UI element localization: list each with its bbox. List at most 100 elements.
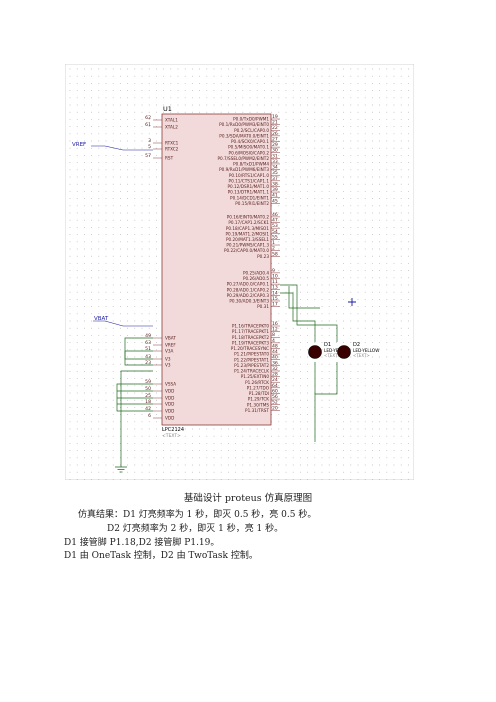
pin-number: 26 — [272, 131, 278, 137]
label-vbat-line — [93, 320, 153, 327]
pin-number: 28 — [272, 372, 278, 378]
pin-number: 63 — [145, 340, 151, 346]
ground-symbol — [115, 466, 127, 473]
pin-name: P1.22/PIPESTAT1 — [234, 357, 269, 362]
pin-name: P0.12/DSR1/MAT1.0 — [228, 184, 270, 189]
pin-number: 18 — [145, 399, 151, 405]
pin-number: 61 — [145, 122, 151, 128]
pin-number: 15 — [272, 296, 278, 302]
pin-number: 41 — [272, 193, 278, 199]
pin-name: P1.31/TRST — [245, 408, 269, 413]
pin-number: 52 — [272, 400, 278, 406]
chip-text-label: <TEXT> — [162, 433, 181, 439]
pin-number: 64 — [272, 383, 278, 389]
pin-number: 10 — [272, 274, 278, 280]
pin-name: P0.23 — [257, 254, 269, 259]
pin-number: 17 — [272, 302, 278, 308]
pin-name: P1.28/TDI — [249, 391, 269, 396]
pin-name: RST — [165, 156, 174, 161]
pin-name: P0.20/MAT1.3/SSEL1 — [226, 237, 269, 242]
text-line-1: 仿真结果：D1 灯亮频率为 1 秒，即灭 0.5 秒，亮 0.5 秒。 — [78, 510, 317, 520]
pin-number: 56 — [272, 394, 278, 400]
pin-number: 57 — [145, 153, 151, 159]
pin-number: 45 — [272, 198, 278, 204]
pin-number: 40 — [272, 355, 278, 361]
pin-name: P0.11/CTS1/CAP1.1 — [229, 178, 270, 183]
label-vref: VREF — [72, 142, 153, 151]
led-d2-text: <TEXT> — [353, 353, 370, 358]
pin-number: 1 — [272, 240, 275, 246]
pin-name: P1.24/TRACECLK — [234, 369, 269, 374]
pin-number: 23 — [145, 360, 151, 366]
pin-number: 11 — [272, 279, 278, 285]
pin-number: 27 — [272, 136, 278, 142]
text-line-4: D1 由 OneTask 控制，D2 由 TwoTask 控制。 — [64, 551, 258, 561]
pin-name: P0.25/AD0.4 — [243, 270, 269, 275]
pin-name: V3A — [165, 349, 174, 354]
pin-number: 4 — [272, 338, 275, 344]
led-d2: D2 LED-YELLOW <TEXT> — [337, 342, 379, 359]
wire-d2-bottom — [314, 362, 338, 442]
crosshair-cursor-icon — [348, 298, 356, 306]
pin-name: P0.21/PWM5/CAP1.3 — [226, 243, 269, 248]
text-line-3: D1 接管脚 P1.18,D2 接管脚 P1.19。 — [64, 538, 220, 548]
pin-number: 5 — [148, 144, 151, 150]
wire-ground — [120, 370, 153, 467]
pin-number: 58 — [272, 251, 278, 257]
pin-number: 9 — [272, 268, 275, 274]
pin-number: 33 — [272, 159, 278, 165]
pin-name: VDD — [165, 409, 174, 414]
pin-number: 21 — [272, 120, 278, 126]
pin-name: XTAL1 — [165, 118, 178, 123]
pin-number: 54 — [272, 229, 278, 235]
pin-name: VDD — [165, 416, 174, 421]
pin-name: VBAT — [165, 336, 176, 341]
pin-number: 62 — [145, 115, 151, 121]
pin-name: VDD — [165, 396, 174, 401]
pin-name: P0.5/MISO0/MAT0.1 — [228, 145, 269, 150]
pin-name: P1.23/PIPESTAT2 — [234, 363, 269, 368]
pin-name: P1.19/TRACEPKT3 — [232, 340, 269, 345]
pin-name: P1.20/TRACESYNC — [231, 346, 269, 351]
pin-name: P0.4/SCK0/CAP0.1 — [231, 139, 269, 144]
pin-number: 51 — [145, 346, 151, 352]
pin-name: VSSA — [165, 382, 176, 387]
pin-name: RTXC2 — [165, 147, 179, 152]
pin-name: P0.2/SCL/CAP0.0 — [234, 128, 269, 133]
chip-body — [161, 113, 272, 426]
pin-number: 34 — [272, 165, 278, 171]
pin-number: 25 — [145, 393, 151, 399]
pin-number: 20 — [272, 405, 278, 411]
pin-name: P0.3/SDA/MAT0.0/EINT1 — [219, 133, 269, 138]
pin-name: P0.18/CAP1.3/MISO1 — [226, 226, 269, 231]
pin-name: P0.9/RxD1/PWM6/EINT3 — [219, 167, 269, 172]
pin-number: 31 — [272, 153, 278, 159]
led-d1-body — [308, 345, 322, 359]
pin-number: 12 — [272, 327, 278, 333]
pin-number: 14 — [272, 290, 278, 296]
pin-name: V3 — [165, 357, 171, 362]
pin-name: P1.26/RTCK — [245, 380, 269, 385]
led-d1-text: <TEXT> — [324, 353, 341, 358]
wire-vbat — [124, 337, 153, 360]
pin-name: P0.7/SSEL0/PWM2/EINT2 — [217, 156, 269, 161]
pin-name: P0.1/RxD0/PWM3/EINT0 — [219, 122, 269, 127]
pin-number: 8 — [272, 332, 275, 338]
wire-p1-19-d2 — [280, 284, 338, 342]
pin-name: P0.14/DCD1/EINT1 — [230, 195, 269, 200]
pin-number: 59 — [145, 379, 151, 385]
label-vbat: VBAT — [93, 316, 153, 327]
pin-name: P0.16/EINT0/MAT0.2 — [227, 215, 270, 220]
pin-name: P0.29/AD0.2/CAP0.3 — [227, 293, 270, 298]
label-vref-line — [91, 145, 153, 151]
pin-number: 3 — [148, 138, 151, 144]
pin-name: P0.13/DTR1/MAT1.1 — [228, 190, 270, 195]
pin-name: VREF — [165, 343, 176, 348]
grid-dots — [69, 68, 409, 480]
wires — [115, 284, 338, 473]
pin-number: 60 — [272, 388, 278, 394]
pin-name: P0.0/TxD0/PWM1 — [233, 117, 269, 122]
chip-right-pins: 19P0.0/TxD0/PWM121P0.1/RxD0/PWM3/EINT022… — [217, 114, 280, 413]
pin-name: P0.27/AD0.0/CAP0.1 — [227, 282, 270, 287]
